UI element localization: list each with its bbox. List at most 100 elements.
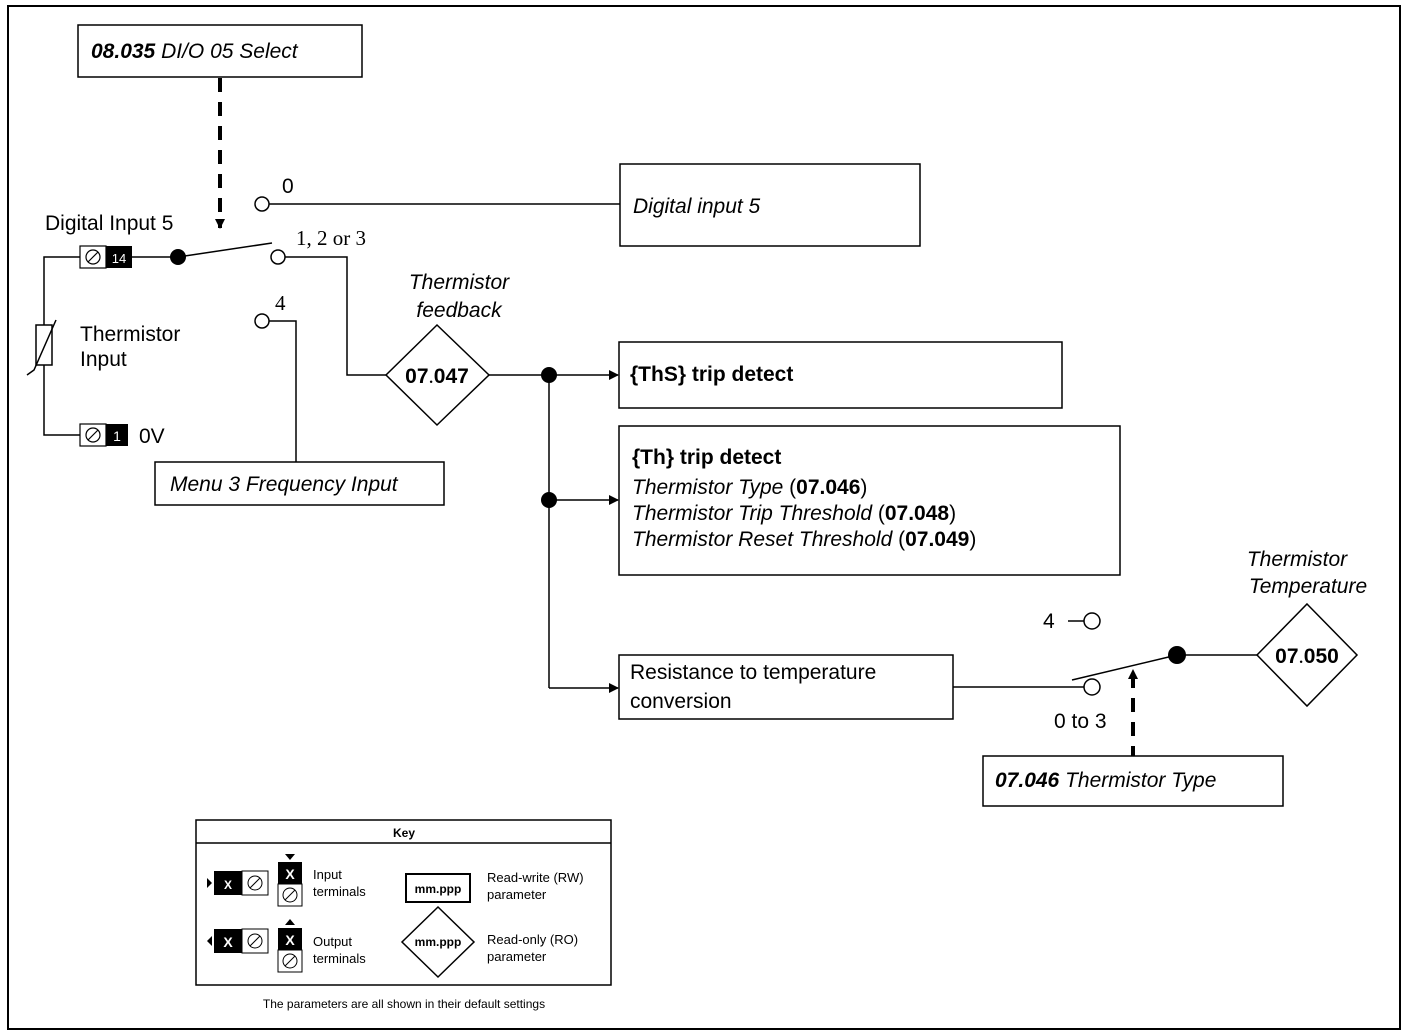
temp-contact-03-label: 0 to 3 [1054,710,1107,733]
key-output-line1: Output [313,934,352,949]
svg-text:Read-only (RO): Read-only (RO) [487,932,578,947]
key-output-terminal-horizontal: X [207,928,269,954]
temp-contact-03 [1083,678,1101,696]
thermistor-type-box: 07.046 Thermistor Type [982,755,1284,807]
svg-text:07.050: 07.050 [1275,644,1339,668]
contact-123 [270,249,286,265]
feedback-parameter-diamond: 07.047 [384,323,491,427]
th-line2-text: Thermistor Trip Threshold [632,502,873,525]
th-trip-box: {Th} trip detect Thermistor Type (07.046… [618,425,1121,576]
type-param-number: 07.046 [995,769,1060,792]
key-rw-line1: Read-write (RW) [487,870,584,885]
svg-text:parameter: parameter [487,887,547,902]
key-x-glyph-2: X [285,866,295,882]
temp-contact-4-label: 4 [1043,610,1055,633]
key-output-line2: terminals [313,951,366,966]
conversion-line2: conversion [630,690,732,713]
key-ro-parameter-diamond: mm.ppp [400,905,476,979]
key-input-line2: terminals [313,884,366,899]
thermistor-feedback-line2: feedback [416,299,503,322]
temp-param-number: 050 [1304,645,1339,668]
temperature-parameter-diamond: 07.050 [1255,602,1359,708]
key-rw-sample: mm.ppp [415,882,462,896]
contact-4-label: 4 [275,291,286,315]
terminal-14-number: 14 [112,251,126,266]
page-frame [7,5,1401,1030]
freq-input-label: Menu 3 Frequency Input [170,473,399,496]
th-trip-title: {Th} trip detect [632,446,781,469]
thermistor-temperature-line1: Thermistor [1247,548,1348,571]
key-output-terminal-vertical: X [277,919,303,973]
switch-blade [177,242,273,258]
thermistor-temperature-line2: Temperature [1249,575,1367,598]
freq-input-box: Menu 3 Frequency Input [154,461,445,506]
conversion-line1: Resistance to temperature [630,661,876,684]
terminal-1-number: 1 [113,428,121,444]
svg-text:Read-write (RW): Read-write (RW) [487,870,584,885]
svg-text:Temperature: Temperature [1249,575,1367,598]
ths-trip-label: {ThS} trip detect [630,363,793,386]
thermistor-input-line1: Thermistor [80,323,180,346]
key-x-glyph-4: X [285,932,295,948]
svg-text:Input: Input [80,348,127,371]
digital-input-box: Digital input 5 [619,163,921,247]
feedback-param-number: 047 [434,365,469,388]
svg-text:Input: Input [313,867,342,882]
temp-param-menu: 07 [1275,645,1298,668]
key-ro-sample: mm.ppp [415,935,462,949]
key-input-terminal-vertical: X [277,854,303,907]
select-param-text: DI/O 05 Select [155,40,299,63]
terminal-14: 14 [79,245,132,269]
svg-text:07.047: 07.047 [405,364,469,388]
th-line1-text: Thermistor Type [632,476,783,499]
svg-text:Resistance to temperature: Resistance to temperature [630,661,876,684]
select-parameter-box: 08.035 DI/O 05 Select [77,24,363,78]
type-param-text: Thermistor Type [1059,769,1216,792]
key-rw-line2: parameter [487,887,547,902]
key-x-glyph-1: X [224,878,232,892]
svg-text:conversion: conversion [630,690,732,713]
svg-text:feedback: feedback [416,299,503,322]
thermistor-feedback-line1: Thermistor [409,271,510,294]
thermistor-input-line2: Input [80,348,127,371]
key-x-glyph-3: X [223,934,233,950]
key-input-terminal-horizontal: X [207,870,269,896]
th-line3-text: Thermistor Reset Threshold [632,528,894,551]
digital-input-label: Digital Input 5 [45,212,173,235]
contact-123-label: 1, 2 or 3 [296,226,366,250]
th-line1-param: 07.046 [796,476,860,499]
key-input-line1: Input [313,867,342,882]
svg-text:terminals: terminals [313,884,366,899]
contact-0 [254,196,270,212]
terminal-1: 1 [79,423,128,447]
svg-text:Thermistor: Thermistor [80,323,180,346]
svg-text:08.035 DI/O 05 Select: 08.035 DI/O 05 Select [91,40,299,63]
temp-switch-blade [1071,654,1178,681]
svg-text:07.046 Thermistor Type: 07.046 Thermistor Type [995,769,1216,792]
key-rw-parameter-box: mm.ppp [405,873,471,903]
key-title: Key [393,826,415,840]
contact-4 [254,313,270,329]
ths-trip-box: {ThS} trip detect [618,341,1063,409]
temp-contact-4 [1083,612,1101,630]
svg-text:Thermistor: Thermistor [409,271,510,294]
svg-text:Output: Output [313,934,352,949]
svg-text:Thermistor: Thermistor [1247,548,1348,571]
svg-text:terminals: terminals [313,951,366,966]
key-ro-line2: parameter [487,949,547,964]
svg-text:Thermistor Type (07.046): Thermistor Type (07.046) [632,476,867,499]
conversion-box: Resistance to temperature conversion [618,654,954,720]
svg-text:parameter: parameter [487,949,547,964]
key-ro-line1: Read-only (RO) [487,932,578,947]
thermistor-symbol [26,319,57,376]
th-line2-param: 07.048 [885,502,950,525]
select-param-number: 08.035 [91,40,156,63]
key-footer: The parameters are all shown in their de… [263,997,545,1011]
feedback-param-menu: 07 [405,365,428,388]
digital-input-box-label: Digital input 5 [633,195,761,218]
key-legend: Key X X Input terminals X [195,819,612,986]
svg-text:Thermistor Reset Threshold (07: Thermistor Reset Threshold (07.049) [632,528,976,551]
th-line3-param: 07.049 [905,528,969,551]
zero-v-label: 0V [139,425,165,448]
